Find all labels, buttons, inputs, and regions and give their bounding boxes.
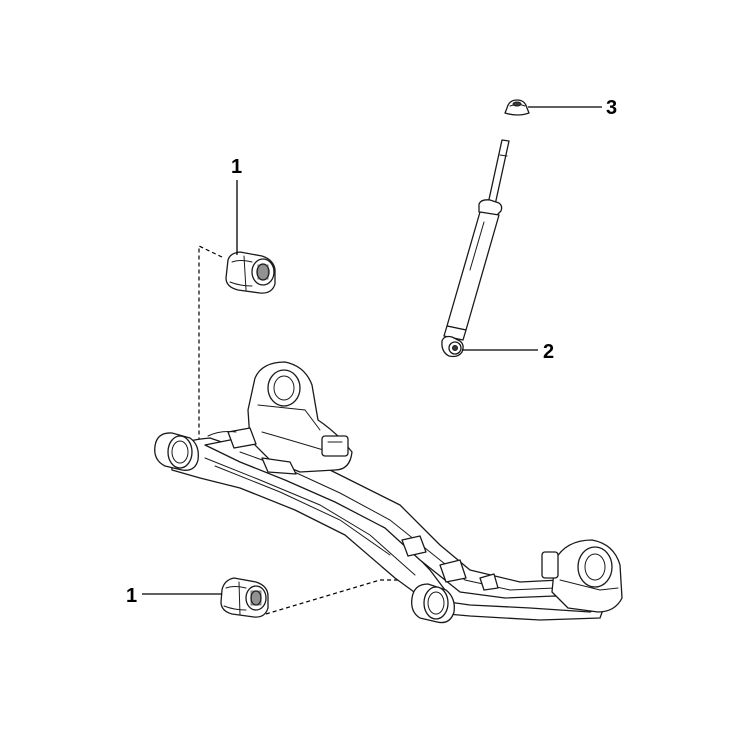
mount-cap-part <box>504 99 530 116</box>
callout-3: 3 <box>606 97 617 119</box>
guide-dashed-top <box>198 245 223 476</box>
callout-1-bottom: 1 <box>126 585 137 607</box>
shock-absorber-part <box>441 139 510 358</box>
bushing-bottom-part <box>220 577 269 618</box>
callout-1-top: 1 <box>231 156 242 178</box>
guide-dashed-bottom <box>265 579 410 615</box>
callout-2: 2 <box>543 341 554 363</box>
bushing-top-part <box>225 251 276 294</box>
rear-axle-beam <box>154 361 623 624</box>
